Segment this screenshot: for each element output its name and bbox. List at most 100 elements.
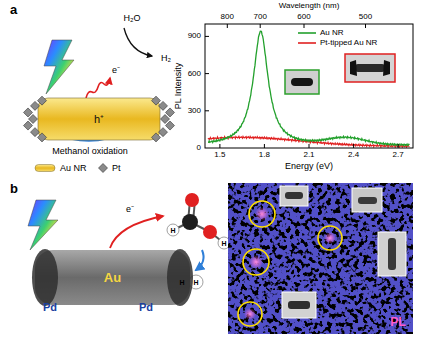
charge-label: e⁻ — [126, 205, 134, 214]
pl-image-speckle — [228, 183, 413, 334]
formic-acid-molecule — [167, 193, 230, 249]
panel-letter: b — [10, 182, 18, 195]
rod-body — [38, 98, 160, 140]
tick — [205, 36, 209, 37]
axis-title: PL Intensity — [174, 63, 183, 110]
nanorod-image — [288, 301, 310, 309]
rod-body — [35, 250, 190, 305]
atom-label: H — [221, 240, 226, 247]
tick-label: 1.8 — [259, 151, 270, 159]
highlight-circle — [249, 201, 275, 227]
tick — [219, 144, 220, 148]
tick-label: 2.4 — [348, 151, 359, 159]
legend-swatch — [34, 163, 56, 173]
charge-label: e⁻ — [112, 66, 120, 75]
legend-text: Au NR — [60, 164, 87, 173]
tem-inset — [345, 54, 395, 82]
au-nr-curve — [208, 31, 409, 145]
nanorod-image — [355, 64, 385, 72]
pt-particle — [31, 101, 40, 110]
pt-particle — [159, 128, 168, 137]
pl-spot — [249, 255, 263, 269]
light-bolt — [44, 40, 74, 94]
molecule-label: H₂ — [161, 54, 171, 63]
axis-title: Energy (eV) — [285, 162, 333, 171]
legend-item: Pt — [98, 163, 121, 173]
pt-particle — [24, 121, 33, 130]
tick — [365, 24, 366, 28]
legend-item: Au NR — [34, 163, 87, 173]
atom-label: H — [193, 279, 198, 286]
pd-tip — [32, 249, 58, 306]
legend-text: Pt-tipped Au NR — [320, 39, 377, 47]
process-label: Methanol oxidation — [52, 147, 128, 156]
oxygen-atom — [203, 225, 217, 239]
light-bolt — [28, 200, 58, 250]
pl-spot — [324, 232, 336, 244]
highlight-circle — [318, 226, 342, 250]
pd-tipped-nanorod: Au — [35, 250, 190, 305]
tick-label: 2.7 — [393, 151, 404, 159]
legend-text: Pt — [112, 164, 121, 173]
tick — [264, 144, 265, 148]
node-text: Au — [104, 271, 121, 284]
tick-label: 0 — [197, 144, 201, 152]
tick-label: 1.5 — [214, 151, 225, 159]
pt-particle — [31, 128, 40, 137]
highlight-circle — [238, 302, 262, 326]
tick — [353, 144, 354, 148]
tem-inset — [285, 70, 319, 94]
pl-spot — [244, 308, 256, 320]
legend-swatch — [98, 163, 108, 173]
pt-particle — [29, 115, 38, 124]
nanorod-image — [291, 78, 313, 86]
pt-particle — [38, 133, 47, 142]
nanorod-image — [358, 197, 377, 204]
hydrogen-atom — [167, 224, 179, 236]
gold-nanorod: h⁺ — [38, 98, 160, 140]
tick — [309, 144, 310, 148]
chart-legend-item: Au NR — [298, 28, 344, 38]
tem-inset — [352, 188, 382, 212]
node-text: h⁺ — [94, 114, 104, 125]
legend-swatch — [298, 28, 316, 38]
panel-letter: a — [10, 3, 17, 16]
pt-particle — [24, 108, 33, 117]
molecule-label: H₂O — [124, 14, 141, 23]
tem-inset — [378, 232, 406, 276]
tick-label: 700 — [254, 13, 267, 21]
line-sample — [298, 32, 316, 34]
tick — [227, 24, 228, 28]
node-text-box: h⁺ — [38, 98, 160, 140]
pl-curves — [208, 31, 409, 147]
chart-legend-item: Pt-tipped Au NR — [298, 38, 377, 48]
tick-label: 800 — [221, 13, 234, 21]
pl-spot — [255, 207, 269, 221]
spot-circles — [238, 201, 342, 326]
electron-arrow — [110, 216, 163, 248]
pt-particle — [161, 115, 170, 124]
tick-label: 600 — [297, 13, 310, 21]
tick — [398, 144, 399, 148]
image-label: PL — [390, 316, 405, 328]
plot-frame — [205, 24, 413, 148]
tick-label: 500 — [359, 13, 372, 21]
highlight-circle — [243, 249, 269, 275]
tem-inset — [282, 292, 316, 318]
tick — [205, 73, 209, 74]
pt-particle — [152, 133, 161, 142]
legend-text: Au NR — [320, 29, 344, 37]
pt-particle — [166, 121, 175, 130]
tick — [304, 24, 305, 28]
pt-tip-image — [350, 60, 357, 76]
tick-label: 300 — [188, 107, 201, 115]
legend-swatch — [298, 38, 316, 48]
axis-ticks — [205, 24, 398, 148]
tick-label: 600 — [188, 70, 201, 78]
tick — [205, 110, 209, 111]
nanorod-image — [285, 192, 303, 199]
rod-sample — [35, 165, 55, 172]
line-sample — [298, 42, 316, 44]
carbon-atom — [182, 214, 198, 230]
